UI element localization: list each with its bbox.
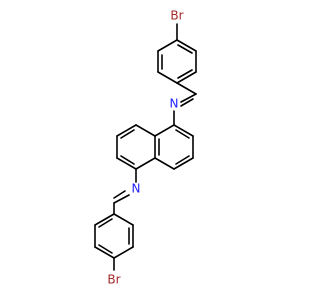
bond	[157, 39, 178, 52]
bond	[116, 124, 137, 137]
top-benzene-ring	[157, 23, 197, 84]
bond	[180, 98, 194, 107]
bond	[98, 218, 113, 228]
top-imine-linker	[176, 82, 197, 107]
bond	[113, 213, 134, 226]
bond	[113, 190, 126, 199]
bond	[180, 93, 197, 103]
structure-canvas: Br N N Br	[94, 9, 197, 287]
naphthalene-core	[116, 124, 194, 170]
bromine-atom-bottom: Br	[107, 273, 120, 287]
bond	[135, 124, 156, 137]
bond	[177, 69, 193, 79]
bond	[157, 71, 178, 84]
bond	[113, 246, 134, 259]
bond	[173, 157, 194, 170]
bond	[94, 213, 115, 226]
bond	[94, 246, 115, 259]
nitrogen-atom-bottom: N	[132, 182, 141, 196]
nitrogen-atom-top: N	[170, 97, 179, 111]
bond	[177, 44, 193, 54]
bond	[154, 157, 175, 170]
bond	[176, 71, 197, 84]
bond	[120, 155, 135, 165]
bond	[135, 157, 156, 170]
bromine-atom-top: Br	[170, 9, 183, 23]
bond	[176, 39, 197, 52]
bond	[113, 194, 130, 204]
bond	[120, 129, 135, 139]
bond	[176, 82, 197, 95]
bottom-imine-linker	[113, 190, 130, 215]
bond	[154, 124, 175, 137]
bond	[116, 157, 137, 170]
bottom-benzene-ring	[94, 213, 134, 271]
bond	[175, 155, 190, 165]
bond	[173, 124, 194, 137]
bond	[175, 129, 190, 139]
molecule-structure: Br N N Br	[94, 9, 197, 287]
bond	[98, 244, 113, 254]
